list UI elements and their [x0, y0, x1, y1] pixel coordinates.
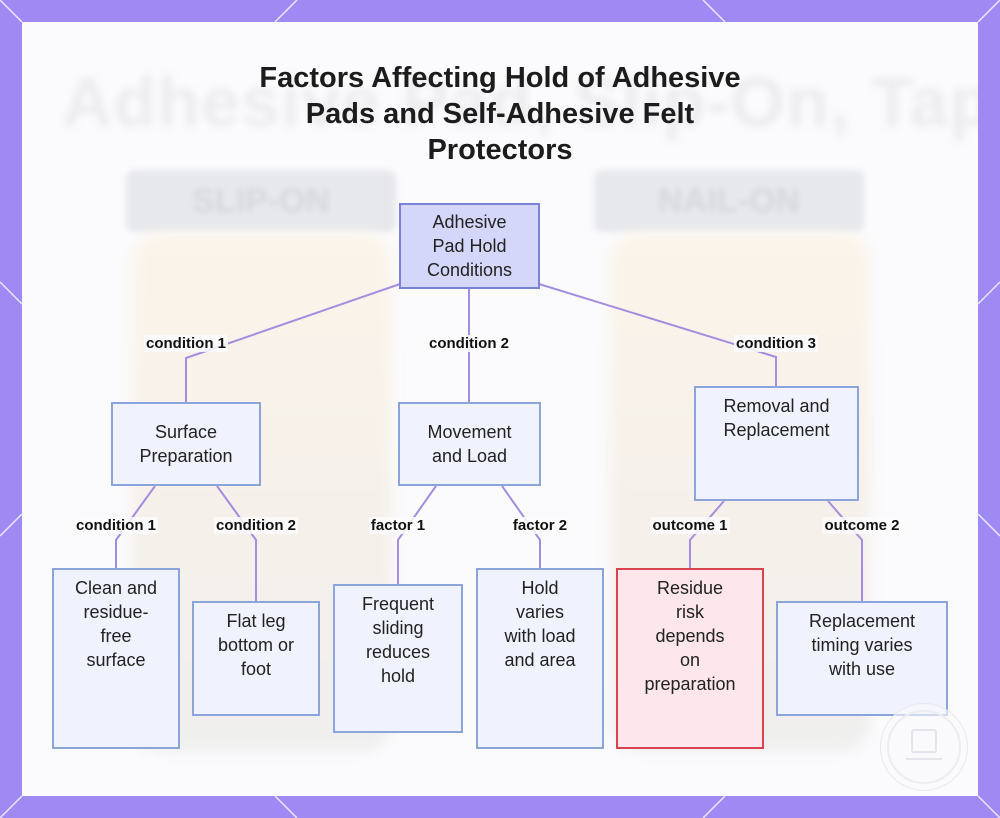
node-text: Movement	[427, 422, 512, 442]
watermark-icon	[887, 710, 961, 784]
node-frequent-sliding-reduces-hold: Frequent sliding reduces hold	[333, 584, 463, 733]
edge-label-root-surface: condition 1	[144, 335, 228, 352]
node-text: foot	[240, 659, 272, 679]
node-text: Clean and	[74, 578, 158, 598]
node-text: and area	[504, 650, 576, 670]
node-hold-varies-with-load-and-area: Hold varies with load and area	[476, 568, 604, 749]
node-residue-risk-depends-on-preparation: Residue risk depends on preparation	[616, 568, 764, 749]
edge-label-movement-hold: factor 2	[510, 517, 570, 534]
node-text: preparation	[644, 674, 736, 694]
title-line: Protectors	[427, 134, 573, 166]
node-text: free	[100, 626, 132, 646]
edge-label-surface-flat: condition 2	[214, 517, 298, 534]
edge-label-movement-sliding: factor 1	[368, 517, 428, 534]
edge-root-removal	[538, 283, 777, 386]
node-text: Replacement	[723, 420, 830, 440]
node-text: Adhesive	[432, 212, 507, 232]
node-surface-preparation: Surface Preparation	[111, 402, 261, 486]
node-text: Frequent	[361, 594, 435, 614]
node-removal-and-replacement: Removal and Replacement	[694, 386, 859, 501]
node-text: Replacement	[808, 611, 916, 631]
edge-removal-residue	[689, 500, 725, 568]
node-text: Surface	[154, 422, 218, 442]
watermark-logo	[880, 703, 968, 791]
node-clean-residue-free-surface: Clean and residue- free surface	[52, 568, 180, 749]
node-text: risk	[676, 602, 704, 622]
node-movement-and-load: Movement and Load	[398, 402, 541, 486]
node-text: Conditions	[426, 260, 513, 280]
node-text: Hold	[521, 578, 559, 598]
node-text: Flat leg	[226, 611, 286, 631]
node-text: residue-	[83, 602, 149, 622]
node-text: bottom or	[217, 635, 295, 655]
edge-root-surface	[185, 283, 401, 402]
node-flat-leg-bottom-or-foot: Flat leg bottom or foot	[192, 601, 320, 716]
title-line: Pads and Self-Adhesive Felt	[305, 98, 695, 130]
node-text: varies	[515, 602, 564, 622]
edge-movement-hold	[501, 485, 541, 568]
node-text: on	[679, 650, 701, 670]
edge-label-removal-timing: outcome 2	[822, 517, 902, 534]
edge-surface-clean	[115, 485, 156, 568]
title-line: Factors Affecting Hold of Adhesive	[259, 62, 741, 94]
node-text: sliding	[372, 618, 424, 638]
edge-surface-flat	[216, 485, 257, 601]
background-label-slip-on: SLIP-ON	[126, 170, 396, 232]
background-label-nail-on: NAIL-ON	[594, 170, 864, 232]
node-replacement-timing-varies-with-use: Replacement timing varies with use	[776, 601, 948, 716]
node-text: depends	[655, 626, 725, 646]
node-text: Removal and	[723, 396, 830, 416]
node-text: Residue	[656, 578, 724, 598]
edge-label-removal-residue: outcome 1	[650, 517, 730, 534]
edge-label-surface-clean: condition 1	[74, 517, 158, 534]
node-text: reduces	[365, 642, 431, 662]
edge-label-root-removal: condition 3	[734, 335, 818, 352]
node-text: timing varies	[811, 635, 913, 655]
node-text: hold	[380, 666, 416, 686]
node-text: with load	[504, 626, 576, 646]
node-text: Pad Hold	[432, 236, 507, 256]
node-adhesive-pad-hold-conditions: Adhesive Pad Hold Conditions	[399, 203, 540, 289]
node-text: Preparation	[139, 446, 233, 466]
background-text: Adhesive Pad, Slip-On, Tap-On	[62, 63, 978, 141]
edge-label-root-movement: condition 2	[427, 335, 511, 352]
node-text: with use	[828, 659, 896, 679]
edge-movement-sliding	[397, 485, 437, 584]
edge-removal-timing	[827, 500, 863, 601]
node-text: surface	[86, 650, 146, 670]
diagram-title: Factors Affecting Hold of Adhesive Pads …	[200, 60, 800, 168]
node-text: and Load	[431, 446, 508, 466]
